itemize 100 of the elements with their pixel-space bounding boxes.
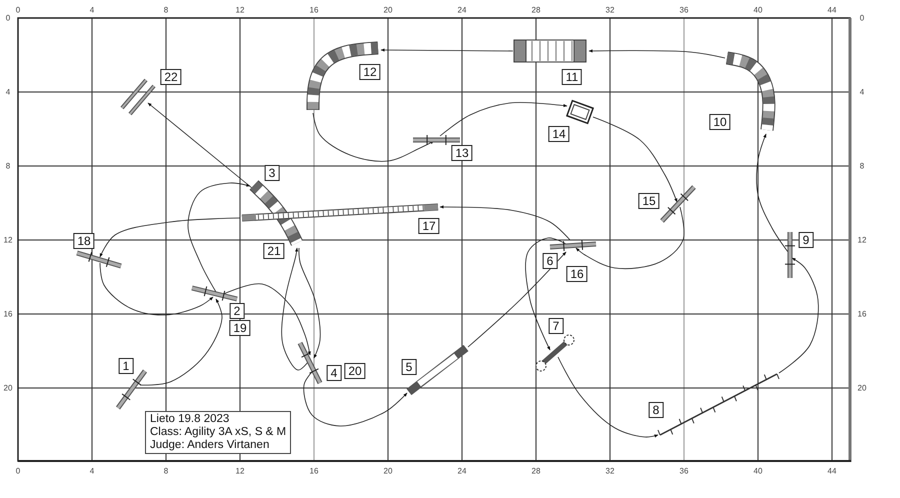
axis-tick-label: 4 (860, 88, 864, 96)
obstacle-number: 1 (118, 358, 134, 374)
info-text: Lieto 19.8 2023 (150, 413, 230, 426)
obstacle-number: 22 (160, 69, 182, 85)
axis-tick-label: 32 (606, 466, 614, 476)
axis-tick-label: 16 (4, 310, 12, 318)
axis-tick-label: 40 (754, 466, 762, 476)
tunnel (306, 42, 379, 112)
axis-tick-label: 44 (828, 466, 836, 476)
obstacle-number: 7 (548, 318, 564, 334)
obstacle-number: 13 (451, 145, 473, 161)
course-route-line (380, 48, 514, 52)
axis-tick-label: 8 (164, 466, 168, 476)
axis-tick-label: 44 (828, 6, 836, 14)
course-route-line (576, 206, 684, 270)
course-route-line (188, 182, 250, 292)
course-route-line (312, 112, 434, 162)
axis-tick-label: 20 (858, 384, 866, 392)
axis-tick-label: 20 (384, 6, 392, 14)
axis-tick-label: 28 (532, 6, 540, 14)
obstacle-number: 5 (402, 359, 416, 375)
axis-tick-label: 16 (858, 310, 866, 318)
course-route-line (298, 248, 321, 358)
obstacle-number: 15 (638, 193, 660, 209)
jump-hurdle (784, 232, 796, 278)
jump-hurdle (413, 134, 460, 146)
axis-tick-label: 24 (458, 6, 466, 14)
course-route-line (468, 252, 566, 348)
jump-hurdle (298, 342, 322, 384)
jump-hurdle (191, 286, 238, 302)
obstacle-number: 10 (709, 114, 731, 130)
chute (514, 40, 586, 62)
course-route-line (525, 238, 566, 350)
tunnel (250, 180, 303, 246)
course-route-line (756, 134, 788, 252)
course-route-line (148, 102, 252, 188)
axis-tick-label: 0 (6, 14, 10, 22)
seesaw (536, 334, 574, 372)
course-route-line (440, 205, 570, 240)
obstacle-number: 8 (648, 402, 664, 418)
axis-tick-label: 4 (6, 88, 10, 96)
axis-tick-label: 4 (90, 6, 94, 14)
obstacle-number: 2 (230, 303, 244, 319)
axis-tick-label: 0 (16, 6, 20, 14)
axis-tick-label: 24 (458, 466, 466, 476)
jump-hurdle (116, 370, 148, 410)
obstacle-number: 12 (359, 64, 381, 80)
course-route-line (440, 102, 568, 136)
axis-tick-label: 16 (310, 6, 318, 14)
axis-tick-label: 12 (858, 236, 866, 244)
a-frame (406, 344, 468, 396)
axis-tick-label: 8 (860, 162, 864, 170)
course-route-line (100, 218, 240, 258)
axis-tick-label: 12 (4, 236, 12, 244)
obstacle-number: 3 (264, 165, 280, 181)
obstacle-number: 21 (263, 243, 285, 259)
info-text: Class: Agility 3A xS, S & M (150, 426, 286, 439)
course-route-line (303, 372, 408, 426)
axis-tick-label: 36 (680, 466, 688, 476)
obstacle-number: 16 (566, 266, 588, 282)
course-route-line (778, 258, 819, 374)
info-text: Judge: Anders Virtanen (150, 439, 270, 452)
axis-tick-label: 16 (310, 466, 318, 476)
obstacle-number: 20 (344, 363, 366, 379)
axis-tick-label: 0 (860, 14, 864, 22)
axis-tick-label: 0 (16, 466, 20, 476)
obstacle-number: 4 (326, 365, 342, 381)
tunnel (724, 52, 776, 132)
obstacle-number: 18 (73, 233, 95, 249)
axis-tick-label: 12 (236, 466, 244, 476)
course-route-line (140, 298, 222, 386)
axis-tick-label: 20 (384, 466, 392, 476)
axis-tick-label: 8 (6, 162, 10, 170)
axis-tick-label: 36 (680, 6, 688, 14)
obstacle-number: 11 (562, 69, 582, 85)
weave-poles (658, 373, 780, 436)
obstacle-number: 6 (542, 253, 558, 269)
course-route-line (281, 248, 308, 370)
obstacle-number: 19 (229, 320, 251, 336)
course-route-line (100, 262, 214, 316)
axis-tick-label: 20 (4, 384, 12, 392)
course-route-line (558, 356, 658, 438)
info-panel (145, 411, 292, 454)
spread-jump (120, 78, 156, 116)
course-route-line (592, 116, 678, 202)
obstacle-number: 9 (798, 232, 814, 248)
course-route-line (588, 49, 726, 58)
pause-table (566, 100, 594, 124)
jump-hurdle (76, 250, 122, 268)
jump-hurdle (660, 185, 696, 223)
axis-tick-label: 40 (754, 6, 762, 14)
axis-tick-label: 28 (532, 466, 540, 476)
axis-tick-label: 4 (90, 466, 94, 476)
axis-tick-label: 32 (606, 6, 614, 14)
obstacle-number: 17 (418, 218, 440, 234)
dog-walk (242, 204, 438, 222)
axis-tick-label: 12 (236, 6, 244, 14)
jump-hurdle (550, 239, 596, 252)
obstacle-number: 14 (548, 126, 570, 142)
axis-tick-label: 8 (164, 6, 168, 14)
